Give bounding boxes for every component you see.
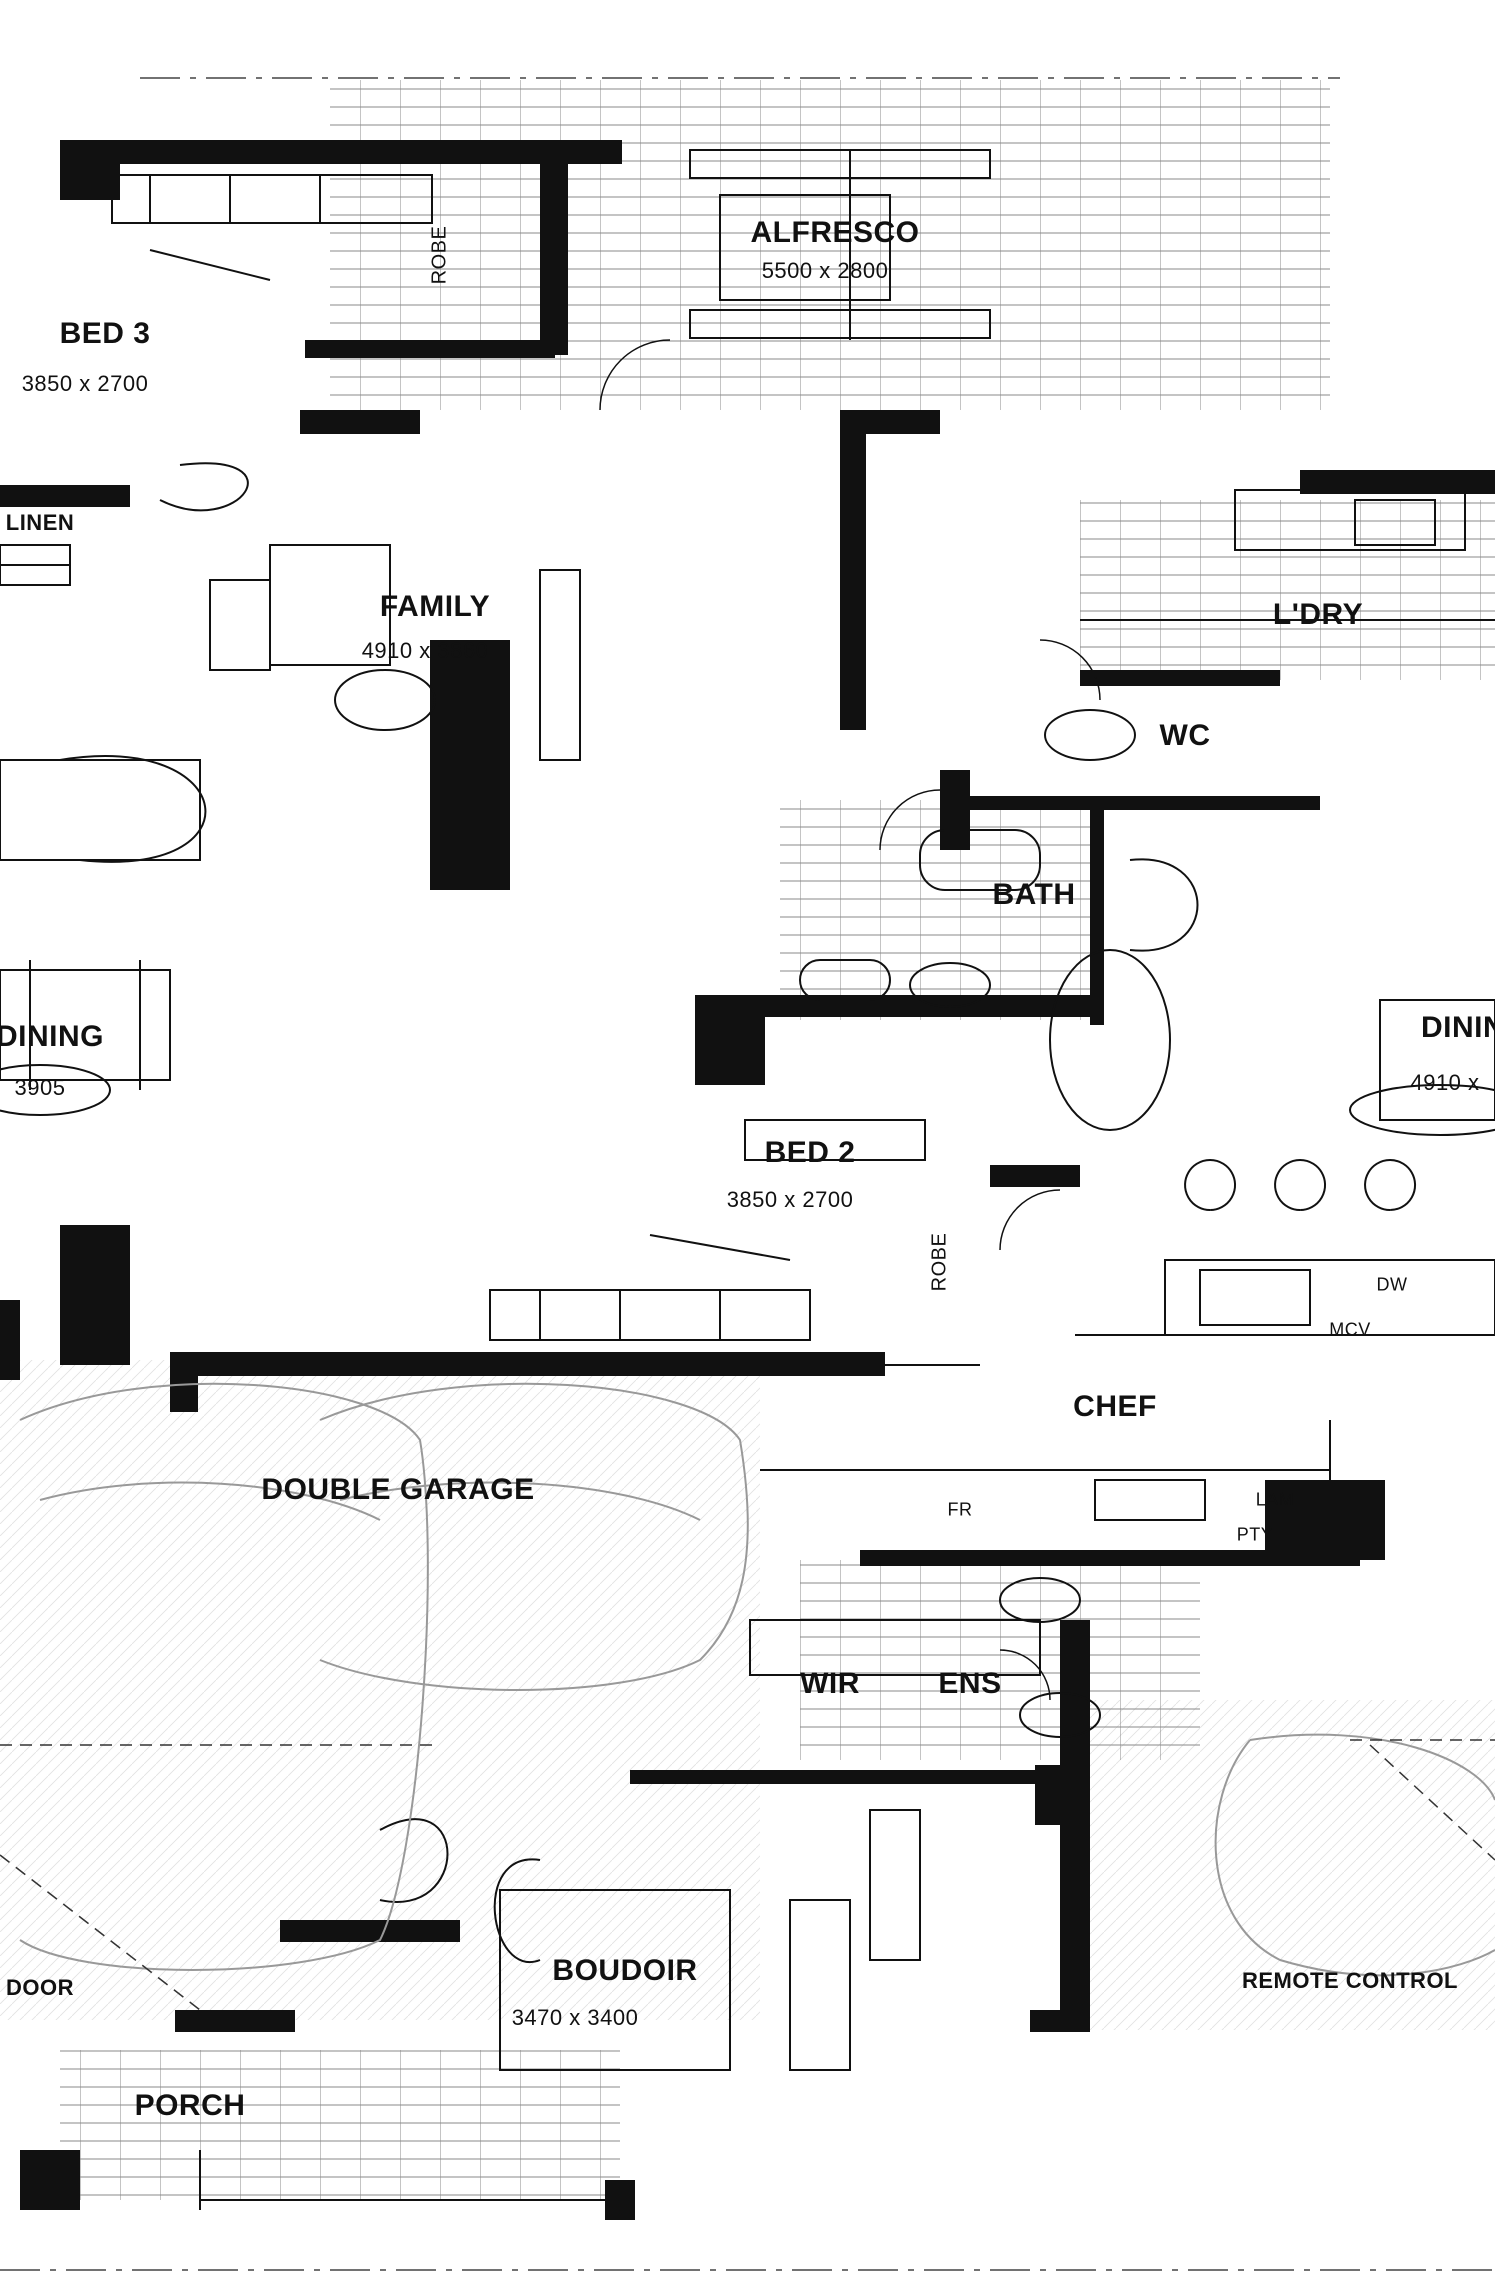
room-size-dining-left: 3905: [14, 1075, 66, 1100]
room-label-dining-right: DINING: [1421, 1011, 1495, 1044]
robe-label-bed3: ROBE: [428, 225, 451, 285]
fixture-label-dw: DW: [1376, 1274, 1408, 1295]
room-label-linen: LINEN: [5, 510, 75, 535]
site-boundary: [0, 77, 1495, 2271]
room-size-family: 4910 x 3860: [361, 638, 489, 663]
walls: [0, 140, 1495, 2220]
room-size-dining-right: 4910 x: [1410, 1070, 1480, 1095]
room-label-alfresco: ALFRESCO: [750, 216, 920, 249]
room-label-bed3: BED 3: [59, 317, 151, 350]
room-label-boudoir: BOUDOIR: [552, 1954, 698, 1987]
room-label-chef: CHEF: [1073, 1390, 1157, 1423]
room-size-bed2: 3850 x 2700: [726, 1187, 854, 1212]
room-label-wc: WC: [1159, 719, 1211, 752]
room-label-wir: WIR: [800, 1667, 860, 1700]
garage-cars: [19, 1382, 1495, 1977]
fixture-label-mcv: MCV: [1329, 1319, 1371, 1340]
room-label-ens: ENS: [938, 1667, 1002, 1700]
garage-floor: [0, 1360, 760, 2020]
remote-control-label: REMOTE CONTROL: [1242, 1968, 1458, 1993]
garage-door-line: [0, 1739, 1495, 2011]
room-label-porch: PORCH: [134, 2089, 246, 2122]
robe-label-bed2: ROBE: [928, 1232, 951, 1292]
room-label-double-garage: DOUBLE GARAGE: [261, 1473, 535, 1506]
room-label-bed2: BED 2: [764, 1136, 856, 1169]
ldry-tiles: [1080, 500, 1495, 680]
fixture-label-pty: PTY: [1236, 1524, 1274, 1545]
room-size-bed3: 3850 x 2700: [21, 371, 149, 396]
joinery: [0, 149, 1495, 2210]
garage-door-label: DOOR: [6, 1975, 74, 2000]
room-label-dining-left: DINING: [0, 1020, 104, 1053]
fixture-label-lam: LAM: [1255, 1489, 1295, 1510]
right-driveway: [1080, 1700, 1495, 2030]
porch-tiles: [60, 2050, 620, 2200]
room-label-bath: BATH: [992, 878, 1076, 911]
fixture-label-fr: FR: [947, 1499, 973, 1520]
room-size-alfresco: 5500 x 2800: [761, 258, 889, 283]
door-swings: [599, 339, 1101, 1701]
room-label-ldry: L'DRY: [1272, 598, 1364, 631]
room-label-family: FAMILY: [379, 590, 491, 623]
bath-tiles: [780, 800, 1090, 1020]
room-size-boudoir: 3470 x 3400: [511, 2005, 639, 2030]
